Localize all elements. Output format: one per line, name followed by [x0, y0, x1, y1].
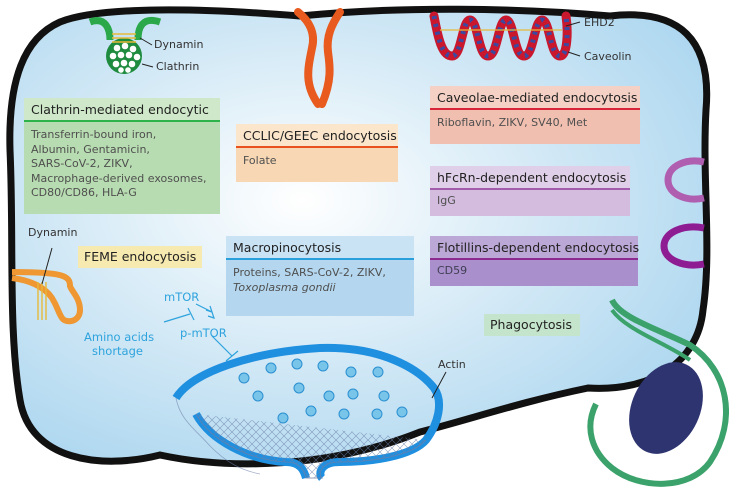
- phagocytosis-box: Phagocytosis: [484, 314, 580, 336]
- flotillin-loop: [660, 223, 705, 269]
- clathrin-line-2: Albumin, Gentamicin,: [31, 142, 150, 156]
- cclic-geec-box: CCLIC/GEEC endocytosis Folate: [236, 124, 398, 182]
- clathrin-mediated-box: Clathrin-mediated endocytic Transferrin-…: [24, 98, 220, 214]
- clathrin-box-body: Transferrin-bound iron, Albumin, Gentami…: [24, 122, 220, 207]
- ehd2-label: EHD2: [584, 16, 615, 29]
- macropinocytosis-line-1: Proteins, SARS-CoV-2, ZIKV,: [233, 266, 386, 279]
- clathrin-label: Clathrin: [156, 60, 200, 73]
- hfcrn-box-body: IgG: [430, 190, 630, 215]
- caveolin-label: Caveolin: [584, 50, 632, 63]
- clathrin-line-5: CD80/CD86, HLA-G: [31, 186, 137, 199]
- clathrin-line-3: SARS-CoV-2, ZIKV,: [31, 157, 133, 170]
- caveolae-box: Caveolae-mediated endocytosis Riboflavin…: [430, 86, 640, 144]
- hfcrn-loop: [664, 157, 705, 203]
- flotillins-box-title: Flotillins-dependent endocytosis: [430, 236, 639, 260]
- caveolae-box-body: Riboflavin, ZIKV, SV40, Met: [430, 110, 640, 137]
- caveolae: [429, 11, 581, 61]
- hfcrn-line-1: IgG: [437, 194, 456, 207]
- p-mtor-label: p-mTOR: [180, 326, 227, 340]
- macropinosome: [172, 343, 447, 481]
- dynamin-label-left: Dynamin: [28, 226, 78, 239]
- clathrin-line-4: Macrophage-derived exosomes,: [31, 171, 207, 185]
- feme-box-title: FEME endocytosis: [84, 249, 197, 264]
- cclic-box-title: CCLIC/GEEC endocytosis: [236, 124, 398, 148]
- macropinocytosis-box-title: Macropinocytosis: [226, 236, 414, 260]
- clathrin-pit: [88, 17, 162, 74]
- feme-tube: [11, 247, 84, 325]
- feme-box: FEME endocytosis: [78, 246, 202, 268]
- mtor-signaling: [163, 303, 239, 362]
- macropinocytosis-box-body: Proteins, SARS-CoV-2, ZIKV, Toxoplasma g…: [226, 260, 414, 301]
- actin-label: Actin: [438, 358, 466, 371]
- shortage-label: shortage: [92, 344, 143, 358]
- hfcrn-box: hFcRn-dependent endocytosis IgG: [430, 166, 630, 216]
- cclic-box-body: Folate: [236, 148, 398, 175]
- mtor-label: mTOR: [164, 290, 200, 304]
- amino-acids-label: Amino acids: [84, 330, 155, 344]
- macropinocytosis-line-2: Toxoplasma gondii: [233, 280, 336, 294]
- clathrin-box-title: Clathrin-mediated endocytic: [24, 98, 220, 122]
- flotillins-box-body: CD59: [430, 260, 638, 285]
- caveolae-box-title: Caveolae-mediated endocytosis: [430, 86, 640, 110]
- cclic-tube: [294, 8, 322, 108]
- dynamin-label-top: Dynamin: [154, 38, 204, 51]
- macropinocytosis-box: Macropinocytosis Proteins, SARS-CoV-2, Z…: [226, 236, 414, 316]
- flotillins-box: Flotillins-dependent endocytosis CD59: [430, 236, 639, 286]
- caveolae-line-1: Riboflavin, ZIKV, SV40, Met: [437, 116, 588, 129]
- phagocytosis-box-title: Phagocytosis: [490, 317, 573, 332]
- hfcrn-box-title: hFcRn-dependent endocytosis: [430, 166, 630, 190]
- clathrin-line-1: Transferrin-bound iron,: [31, 128, 157, 141]
- phagocytosis-cup: [587, 298, 729, 487]
- cclic-line-1: Folate: [243, 154, 277, 167]
- flotillins-line-1: CD59: [437, 264, 468, 277]
